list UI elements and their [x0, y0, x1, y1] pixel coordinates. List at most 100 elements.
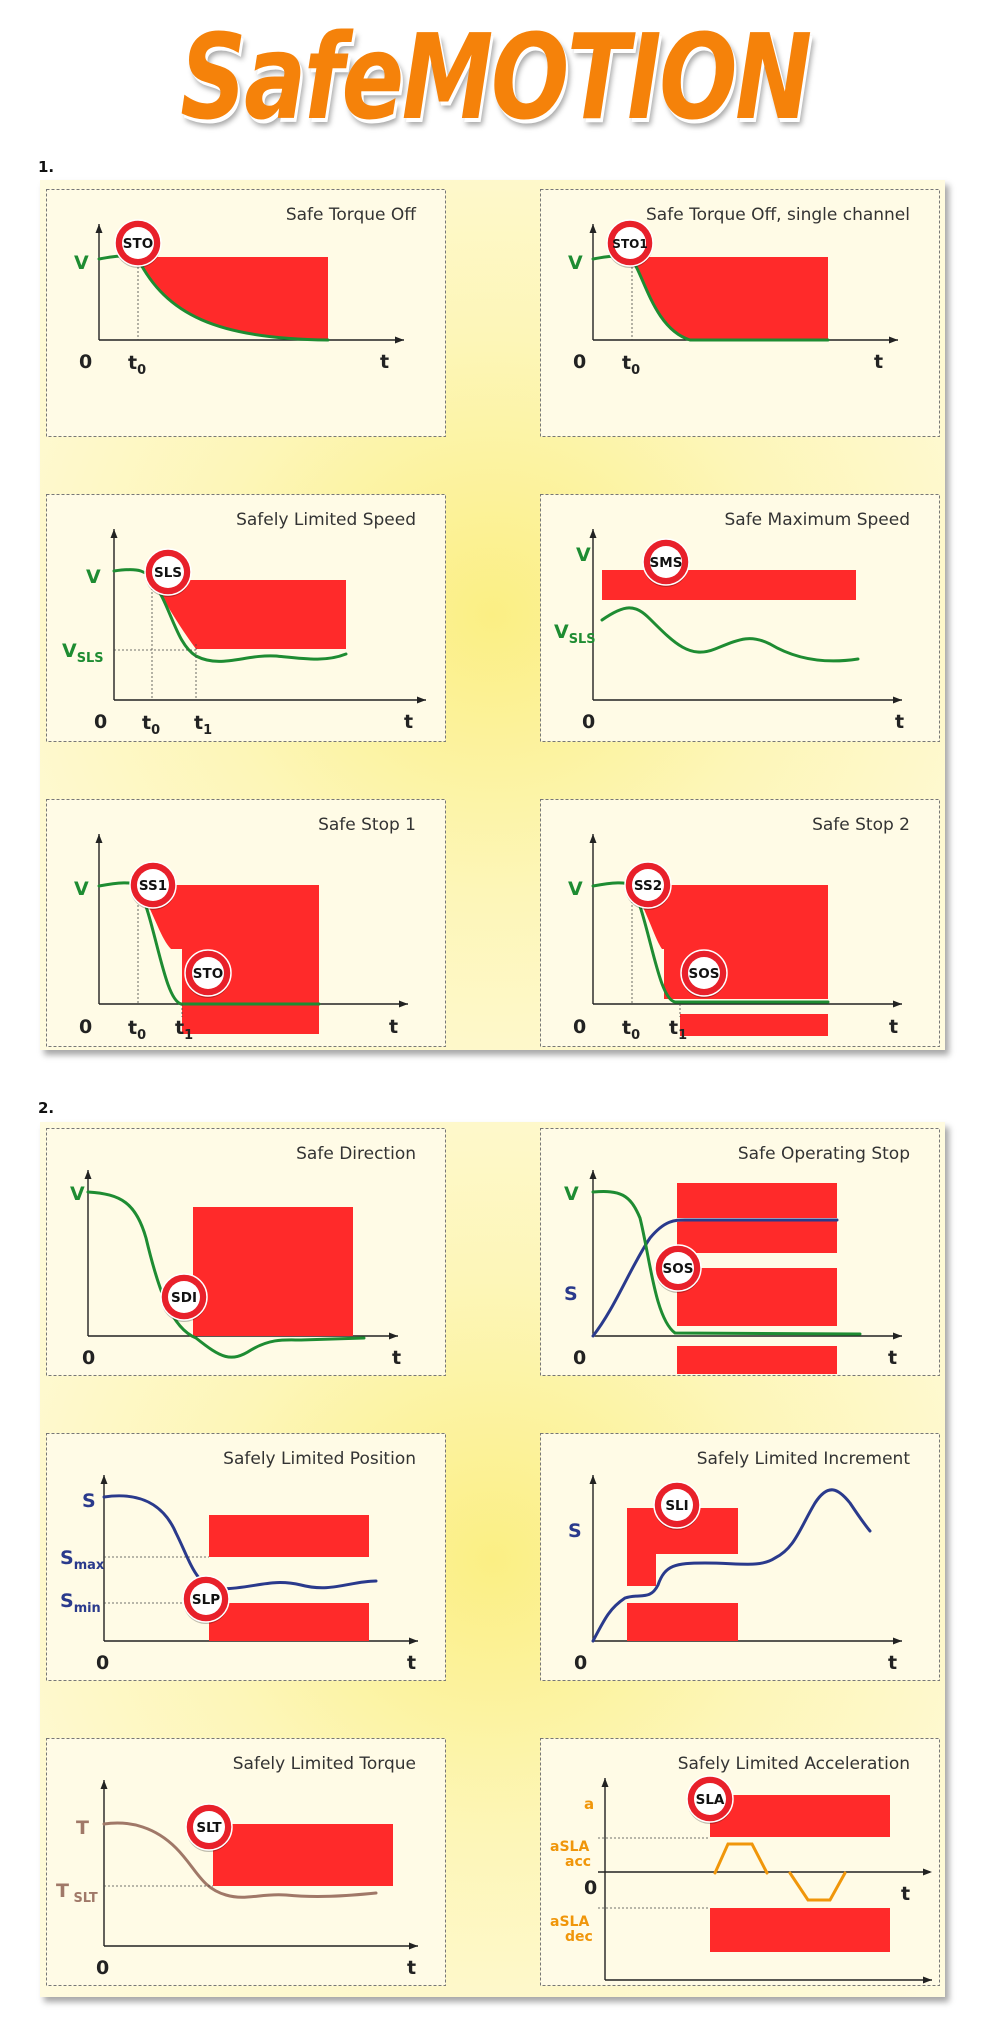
origin-label: 0 — [96, 1957, 109, 1979]
acceleration-curve — [713, 1842, 847, 1902]
y-axis-label: T — [76, 1817, 89, 1839]
x-axis-arrow — [399, 1000, 408, 1008]
y-axis-label: V — [568, 878, 583, 900]
x-axis-arrow — [893, 1332, 902, 1340]
smin-label: Smin — [60, 1590, 101, 1616]
badge-sto1: STO1 — [606, 219, 654, 268]
y-axis-label: V — [576, 544, 591, 566]
section-label-1: 1. — [38, 158, 55, 176]
panel-title: Safe Operating Stop — [738, 1144, 910, 1164]
badge-label: SS2 — [634, 878, 662, 894]
t1-label: t1 — [175, 1017, 193, 1043]
badge-slt: SLT — [185, 1803, 233, 1852]
panel-title: Safe Maximum Speed — [724, 510, 910, 530]
badge-sto: STO — [184, 949, 232, 998]
y-axis-arrow — [100, 1475, 108, 1484]
limit-zone — [193, 1207, 353, 1336]
panel-title: Safely Limited Acceleration — [678, 1754, 910, 1774]
limit-zone — [209, 1515, 369, 1557]
position-curve — [591, 1488, 872, 1643]
x-axis-label: t — [888, 1347, 897, 1369]
x-axis-label: t — [874, 351, 883, 373]
t0-label: t0 — [128, 352, 146, 378]
limit-zone — [213, 1824, 393, 1886]
y-axis-label: V — [86, 566, 101, 588]
velocity-curve — [591, 1190, 862, 1336]
panel-title: Safely Limited Speed — [236, 510, 416, 530]
y-axis-arrow — [589, 1475, 597, 1484]
x-axis-label: t — [380, 351, 389, 373]
section-label-2: 2. — [38, 1099, 55, 1117]
limit-zone — [602, 570, 856, 600]
x-axis-arrow — [893, 1637, 902, 1645]
limit-zone — [632, 885, 828, 949]
y-axis-arrow — [84, 1170, 92, 1179]
x-axis-arrow — [923, 1976, 932, 1984]
limit-zone — [209, 1603, 369, 1641]
x-axis-arrow — [389, 1332, 398, 1340]
badge-ss2: SS2 — [624, 861, 672, 910]
limit-zone — [627, 1508, 738, 1586]
badge-label: SLT — [196, 1820, 222, 1836]
zero-line-arrow — [923, 1868, 932, 1876]
origin-label: 0 — [79, 351, 92, 373]
y-axis-arrow — [601, 1778, 609, 1787]
x-axis-label: t — [889, 1016, 898, 1038]
y-axis-arrow — [95, 834, 103, 843]
x-axis-arrow — [409, 1942, 418, 1950]
y-axis-label: V — [564, 1183, 579, 1205]
origin-label: 0 — [573, 351, 586, 373]
t0-label: t0 — [622, 1017, 640, 1043]
panel-title: Safely Limited Increment — [697, 1449, 911, 1469]
x-axis-arrow — [893, 1000, 902, 1008]
panel-sla: Safely Limited AccelerationaaSLAaccaSLAd… — [540, 1738, 940, 1986]
x-axis-label: t — [392, 1347, 401, 1369]
x-axis-label: t — [895, 711, 904, 733]
badge-sms: SMS — [642, 538, 690, 587]
badge-sls: SLS — [144, 548, 192, 597]
origin-label: 0 — [573, 1347, 586, 1369]
limit-zone — [632, 257, 828, 340]
t0-label: t0 — [142, 712, 160, 738]
origin-label: 0 — [79, 1016, 92, 1038]
badge-sto: STO — [114, 219, 162, 268]
badge-sos: SOS — [654, 1244, 702, 1293]
y-axis-arrow — [589, 224, 597, 233]
origin-label: 0 — [82, 1347, 95, 1369]
x-axis-label: t — [407, 1652, 416, 1674]
origin-label: 0 — [96, 1652, 109, 1674]
y-axis-arrow — [110, 529, 118, 538]
torque-curve — [102, 1821, 378, 1899]
y-axis-label: V — [70, 1183, 85, 1205]
badge-label: STO — [193, 966, 223, 982]
origin-label: 0 — [94, 711, 107, 733]
velocity-curve — [86, 1190, 366, 1359]
y-axis-arrow — [589, 834, 597, 843]
x-axis-label: t — [407, 1957, 416, 1979]
position-curve — [591, 1218, 839, 1338]
x-axis-label: t — [888, 1652, 897, 1674]
x-axis-arrow — [395, 336, 404, 344]
limit-zone — [710, 1908, 890, 1952]
y-axis-arrow — [95, 224, 103, 233]
badge-sos: SOS — [680, 949, 728, 998]
smax-label: Smax — [60, 1547, 105, 1573]
